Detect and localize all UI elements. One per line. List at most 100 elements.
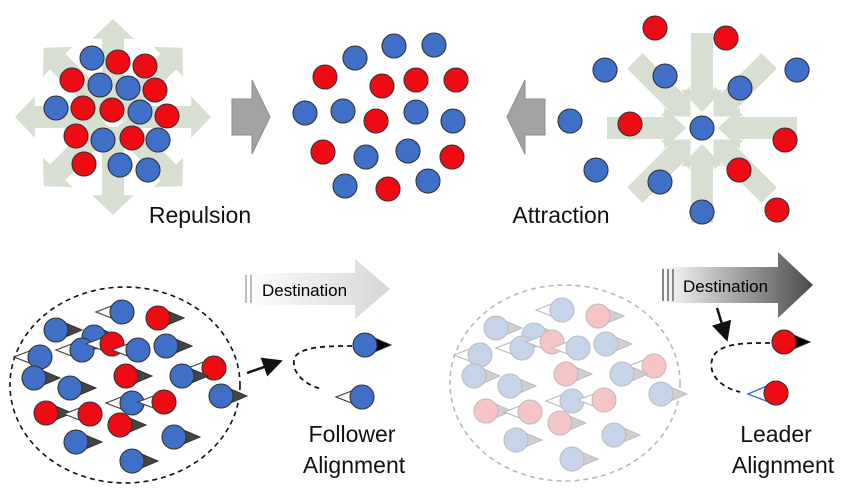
follower-example-agents <box>334 332 393 410</box>
agent-dot <box>208 383 234 409</box>
agent-blue <box>342 45 368 71</box>
heading-agent <box>62 401 103 427</box>
agent-blue <box>292 100 318 126</box>
agent-blue <box>43 95 69 121</box>
agent-dot <box>201 355 227 381</box>
agent-red <box>70 95 96 121</box>
leader-trajectory <box>710 342 771 393</box>
heading-agent <box>494 335 535 361</box>
follower-group-boundary <box>9 286 241 484</box>
heading-agent <box>502 399 543 425</box>
agent-dot <box>771 329 797 355</box>
agent-blue <box>689 115 715 141</box>
follower-trajectory <box>293 345 353 390</box>
agent-dot <box>153 333 179 359</box>
agent-red <box>99 97 125 123</box>
agent-dot <box>559 446 585 472</box>
agent-dot <box>461 363 487 389</box>
heading-agent <box>601 422 642 448</box>
agent-red <box>59 67 85 93</box>
heading-agent <box>626 353 667 379</box>
heading-agent <box>648 381 689 407</box>
repulsion-panel <box>15 19 211 215</box>
repulsion-label: Repulsion <box>148 202 252 228</box>
follower-group-agents <box>12 299 249 474</box>
agent-dot <box>161 424 187 450</box>
heading-agent <box>503 427 544 453</box>
leader-pointer-arrow <box>712 307 732 342</box>
heading-agent <box>334 384 375 410</box>
agent-red <box>439 144 465 170</box>
heading-agent <box>553 361 594 387</box>
agent-blue <box>421 32 447 58</box>
agent-dot <box>349 384 375 410</box>
agent-dot <box>33 400 59 426</box>
agent-blue <box>784 57 810 83</box>
repulsion-agents <box>43 45 180 183</box>
agent-dot <box>169 363 195 389</box>
agent-dot <box>27 344 53 370</box>
heading-agent <box>119 448 160 474</box>
heading-agent <box>576 387 617 413</box>
heading-agent <box>352 332 393 358</box>
agent-red <box>369 73 395 99</box>
heading-agent <box>94 299 135 325</box>
heading-agent <box>113 363 154 389</box>
agent-red <box>119 125 145 151</box>
heading-agent <box>609 361 650 387</box>
heading-agent <box>57 375 98 401</box>
agent-blue <box>592 57 618 83</box>
agent-dot <box>151 389 177 415</box>
heading-agent <box>136 389 177 415</box>
agent-dot <box>503 427 529 453</box>
heading-agent <box>473 398 514 424</box>
heading-agent <box>497 373 538 399</box>
heading-agent <box>153 333 194 359</box>
attraction-arrow-shape <box>681 33 723 112</box>
heading-agent <box>452 342 493 368</box>
heading-agent <box>559 446 600 472</box>
destination-label-right: Destination <box>683 277 768 296</box>
agent-dot <box>107 412 133 438</box>
agent-red <box>132 53 158 79</box>
agent-blue <box>353 144 379 170</box>
agent-dot <box>119 448 145 474</box>
agent-red <box>772 127 798 153</box>
heading-agent <box>208 383 249 409</box>
agent-blue <box>395 138 421 164</box>
agent-dot <box>547 410 573 436</box>
leader-alignment-label-line1: Leader <box>740 421 812 447</box>
agent-dot <box>352 332 378 358</box>
agent-dot <box>553 361 579 387</box>
heading-agent <box>544 388 585 414</box>
agent-red <box>363 108 389 134</box>
agent-dot <box>63 429 89 455</box>
heading-agent <box>54 337 95 363</box>
attraction-agents <box>557 15 810 225</box>
follower-alignment-label-line1: Follower <box>308 421 396 447</box>
destination-label-left: Destination <box>262 281 347 300</box>
agent-blue <box>127 99 153 125</box>
heading-agent <box>534 297 575 323</box>
heading-agent <box>107 412 148 438</box>
heading-agent <box>547 410 588 436</box>
heading-agent <box>12 344 53 370</box>
transition-arrow-right <box>231 79 271 155</box>
heading-agent <box>33 400 74 426</box>
agent-dot <box>591 387 617 413</box>
heading-agent <box>524 329 565 355</box>
agent-blue <box>79 45 105 71</box>
agent-dot <box>69 337 95 363</box>
agent-dot <box>763 380 789 406</box>
agent-dot <box>77 401 103 427</box>
agent-dot <box>483 315 509 341</box>
attraction-arrow <box>681 144 723 223</box>
follower-alignment-label-line2: Alignment <box>302 452 406 478</box>
agent-dot <box>509 335 535 361</box>
agent-dot <box>601 422 627 448</box>
agent-blue <box>403 99 429 125</box>
destination-arrow-dark: Destination <box>660 252 813 318</box>
heading-agent <box>21 365 62 391</box>
agent-dot <box>497 373 523 399</box>
agent-blue <box>381 33 407 59</box>
